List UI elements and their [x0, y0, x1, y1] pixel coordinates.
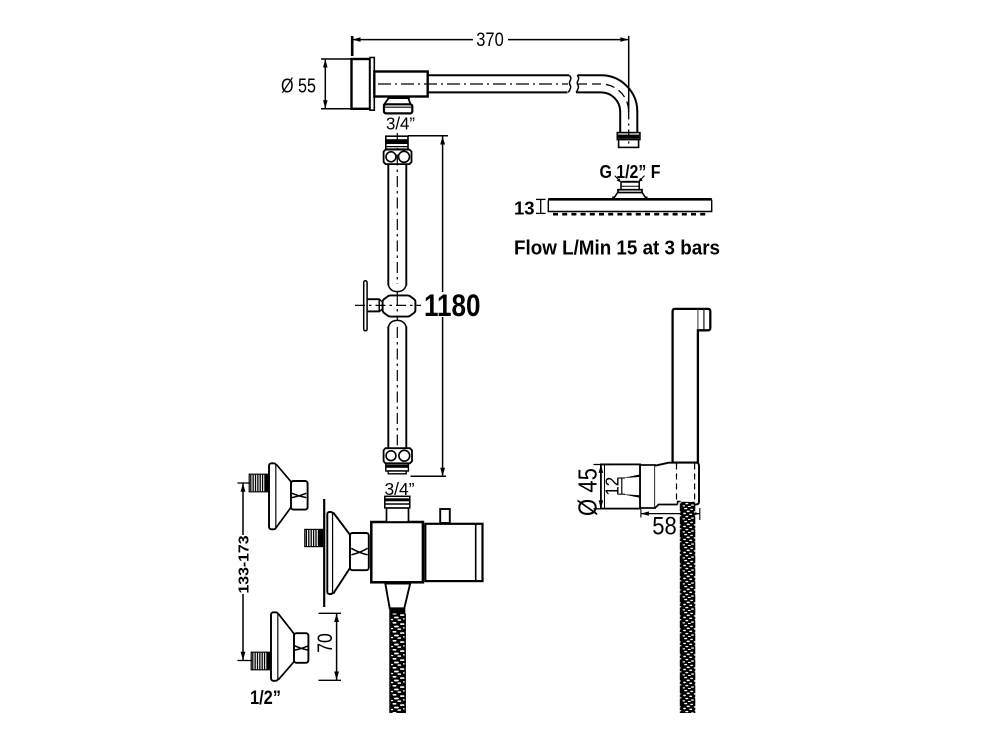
svg-text:12: 12: [603, 477, 623, 496]
svg-text:1180: 1180: [424, 287, 481, 323]
svg-text:Ø 45: Ø 45: [575, 468, 603, 516]
svg-text:Ø 55: Ø 55: [281, 76, 316, 98]
svg-text:370: 370: [476, 29, 504, 51]
svg-text:70: 70: [314, 633, 337, 653]
svg-text:1/2”: 1/2”: [250, 687, 281, 709]
svg-text:3/4”: 3/4”: [385, 479, 415, 499]
svg-text:G 1/2” F: G 1/2” F: [600, 161, 661, 182]
svg-text:Flow L/Min 15 at 3 bars: Flow L/Min 15 at 3 bars: [514, 238, 720, 260]
svg-text:133-173: 133-173: [237, 536, 253, 594]
svg-text:13: 13: [514, 198, 535, 219]
svg-text:58: 58: [652, 513, 677, 541]
svg-text:3/4”: 3/4”: [386, 114, 415, 134]
